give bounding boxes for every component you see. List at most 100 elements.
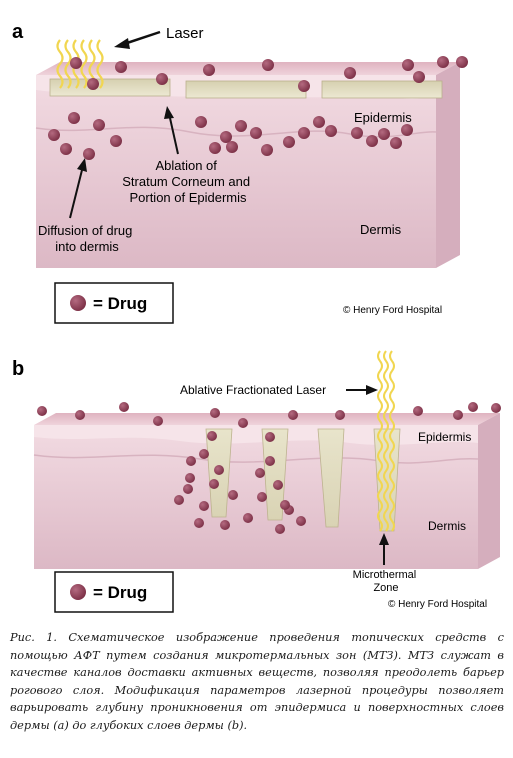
fractional-laser-beam — [377, 350, 395, 532]
figure-caption: Рис. 1. Схематическое изображение провед… — [10, 629, 504, 735]
laser-arrow — [114, 30, 161, 49]
drug-particle — [214, 465, 224, 475]
drug-particle — [298, 80, 310, 92]
drug-particle — [110, 135, 122, 147]
drug-particle — [273, 480, 283, 490]
drug-particle — [199, 449, 209, 459]
skin-side — [436, 62, 460, 268]
drug-legend-label: = Drug — [93, 294, 147, 313]
microthermal-zone-arrow — [379, 533, 389, 565]
drug-particle — [199, 501, 209, 511]
drug-particle — [296, 516, 306, 526]
drug-particle — [250, 127, 262, 139]
figure-panel-b: b Ablative Fractionated Laser Epidermis … — [0, 345, 513, 615]
drug-particle — [366, 135, 378, 147]
drug-particle — [153, 416, 163, 426]
drug-particle — [257, 492, 267, 502]
drug-particle — [194, 518, 204, 528]
drug-particle — [401, 124, 413, 136]
drug-particle — [235, 120, 247, 132]
panel-b-diagram: b Ablative Fractionated Laser Epidermis … — [12, 350, 501, 613]
credit-b: © Henry Ford Hospital — [388, 599, 487, 610]
epidermis-label: Epidermis — [418, 430, 471, 444]
drug-particle — [37, 406, 47, 416]
drug-particle — [83, 148, 95, 160]
drug-particle — [70, 57, 82, 69]
drug-particle — [220, 520, 230, 530]
drug-particle — [207, 431, 217, 441]
ablation-crater — [49, 78, 171, 97]
drug-particle — [325, 125, 337, 137]
panel-a-diagram: a Laser Ablation of Stratum Corneum and … — [12, 21, 468, 324]
drug-particle — [280, 500, 290, 510]
drug-particle — [195, 116, 207, 128]
drug-particle — [283, 136, 295, 148]
drug-particle — [226, 141, 238, 153]
ablative-laser-arrow — [346, 385, 378, 395]
figure-panel-a: a Laser Ablation of Stratum Corneum and … — [0, 0, 513, 330]
drug-particle — [48, 129, 60, 141]
drug-particle — [209, 479, 219, 489]
panel-letter-a: a — [12, 21, 24, 43]
dermis-label: Dermis — [428, 519, 466, 533]
laser-label: Laser — [166, 25, 204, 42]
drug-particle — [156, 73, 168, 85]
drug-particle — [453, 410, 463, 420]
drug-particle — [119, 402, 129, 412]
drug-particle — [313, 116, 325, 128]
drug-particle — [456, 56, 468, 68]
drug-particle — [93, 119, 105, 131]
skin-block — [35, 62, 460, 268]
credit-a: © Henry Ford Hospital — [343, 305, 442, 316]
microthermal-zone-label: Microthermal Zone — [353, 569, 420, 594]
drug-particles-b — [37, 402, 501, 534]
drug-particle — [344, 67, 356, 79]
skin-side — [478, 413, 500, 569]
ablation-crater — [185, 80, 307, 99]
drug-particle — [243, 513, 253, 523]
skin-top-surface — [34, 413, 500, 425]
drug-particle — [378, 128, 390, 140]
drug-particle — [209, 142, 221, 154]
drug-particle — [60, 143, 72, 155]
drug-particle — [228, 490, 238, 500]
drug-particle — [87, 78, 99, 90]
drug-particle — [68, 112, 80, 124]
drug-particle — [351, 127, 363, 139]
microthermal-channel — [317, 428, 345, 528]
ablation-crater — [321, 80, 443, 99]
drug-particle — [437, 56, 449, 68]
drug-particle — [265, 456, 275, 466]
drug-particle — [275, 524, 285, 534]
drug-particle — [335, 410, 345, 420]
drug-particle — [265, 432, 275, 442]
caption-text: Рис. 1. Схематическое изображение провед… — [10, 631, 504, 732]
ablation-arrow — [164, 106, 179, 155]
drug-particle — [185, 473, 195, 483]
drug-particle — [261, 144, 273, 156]
diffusion-label: Diffusion of drug into dermis — [38, 223, 136, 254]
drug-particle — [75, 410, 85, 420]
drug-particle — [468, 402, 478, 412]
drug-particle — [210, 408, 220, 418]
epidermis-band — [34, 425, 478, 445]
skin-front — [36, 75, 436, 268]
drug-legend-icon — [70, 584, 86, 600]
drug-particle — [115, 61, 127, 73]
microthermal-channel — [261, 428, 289, 521]
skin-front — [34, 425, 478, 569]
drug-particle — [491, 403, 501, 413]
drug-particle — [402, 59, 414, 71]
drug-particle — [203, 64, 215, 76]
drug-legend: = Drug — [54, 282, 174, 324]
dermis-label: Dermis — [360, 222, 402, 237]
drug-particle — [288, 410, 298, 420]
drug-particle — [298, 127, 310, 139]
diffusion-arrow — [69, 158, 87, 219]
drug-particle — [183, 484, 193, 494]
ablative-laser-label: Ablative Fractionated Laser — [180, 383, 326, 397]
drug-particle — [413, 406, 423, 416]
ablation-label: Ablation of Stratum Corneum and Portion … — [122, 158, 254, 205]
drug-legend-icon — [70, 295, 86, 311]
drug-particle — [262, 59, 274, 71]
